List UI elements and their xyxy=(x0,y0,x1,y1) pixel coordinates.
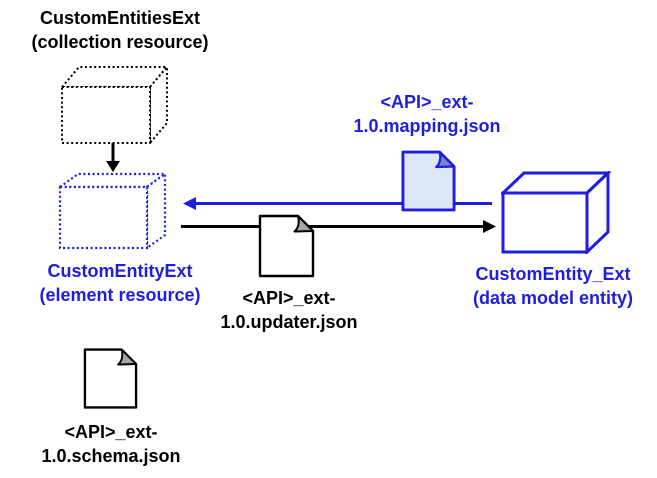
element-box-top-face xyxy=(58,172,168,189)
mapping-file-name-line2: 1.0.mapping.json xyxy=(353,116,501,136)
collection-box-side-face xyxy=(149,65,168,145)
updater-file-label: <API>_ext- 1.0.updater.json xyxy=(198,286,380,334)
collection-resource-type: (collection resource) xyxy=(31,32,209,52)
collection-box-front-face xyxy=(61,86,151,144)
mapping-file-label: <API>_ext- 1.0.mapping.json xyxy=(336,90,518,138)
schema-file-name-line2: 1.0.schema.json xyxy=(41,446,181,466)
collection-box-top-face xyxy=(60,66,169,88)
collection-resource-name: CustomEntitiesExt xyxy=(39,8,201,28)
element-box-side-face xyxy=(145,171,167,250)
mapping-file-name-line1: <API>_ext- xyxy=(380,92,474,112)
element-box-front-face xyxy=(58,185,149,250)
element-resource-type: (element resource) xyxy=(39,285,201,305)
data-model-entity-label: CustomEntity_Ext (data model entity) xyxy=(443,262,657,310)
entity-box-front-face xyxy=(501,191,589,254)
collection-box-icon xyxy=(60,65,169,145)
arrow-down-head xyxy=(106,161,120,172)
element-box-icon xyxy=(58,171,168,250)
mapping-document-icon xyxy=(401,150,456,212)
data-model-entity-name: CustomEntity_Ext xyxy=(475,264,631,284)
collection-resource-label: CustomEntitiesExt (collection resource) xyxy=(10,6,230,54)
schema-file-label: <API>_ext- 1.0.schema.json xyxy=(20,420,202,468)
schema-document-icon xyxy=(83,348,138,409)
arrow-right-icon xyxy=(181,220,496,233)
updater-file-name-line1: <API>_ext- xyxy=(242,288,336,308)
schema-file-name-line1: <API>_ext- xyxy=(64,422,158,442)
entity-box-icon xyxy=(501,171,611,254)
arrow-right-head xyxy=(483,220,496,233)
element-resource-name: CustomEntityExt xyxy=(47,261,193,281)
updater-file-name-line2: 1.0.updater.json xyxy=(220,312,358,332)
updater-document-fold xyxy=(293,215,314,233)
data-model-entity-type: (data model entity) xyxy=(472,288,633,308)
schema-document-fold xyxy=(117,348,138,366)
element-resource-label: CustomEntityExt (element resource) xyxy=(10,259,230,307)
updater-document-icon xyxy=(258,214,315,278)
arrow-left-head xyxy=(183,197,196,210)
mapping-document-fold xyxy=(435,150,456,169)
